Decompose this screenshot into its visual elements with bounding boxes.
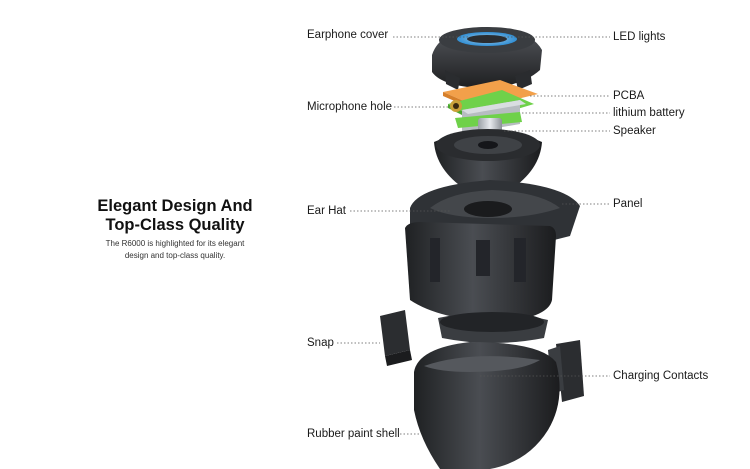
label-lithium-battery: lithium battery xyxy=(613,107,685,119)
label-led-lights: LED lights xyxy=(613,31,666,43)
label-speaker: Speaker xyxy=(613,125,656,137)
description: The R6000 is highlighted for its elegant… xyxy=(75,238,275,262)
label-pcba: PCBA xyxy=(613,90,645,102)
label-microphone-hole: Microphone hole xyxy=(307,101,393,113)
label-ear-hat: Ear Hat xyxy=(307,205,346,217)
label-earphone-cover: Earphone cover xyxy=(307,29,389,41)
label-snap: Snap xyxy=(307,337,334,349)
microphone-part xyxy=(450,100,462,112)
headline-line-1: Elegant Design And xyxy=(97,197,253,215)
main-body-part xyxy=(405,222,556,322)
snap-left-part xyxy=(380,310,412,366)
label-panel: Panel xyxy=(613,198,643,210)
rubber-shell-part xyxy=(414,342,560,469)
description-line-1: The R6000 is highlighted for its elegant xyxy=(105,239,245,248)
headline: Elegant Design And Top-Class Quality xyxy=(70,197,280,235)
leader-lines xyxy=(337,36,610,435)
label-rubber-paint-shell: Rubber paint shell xyxy=(307,428,400,440)
description-line-2: design and top-class quality. xyxy=(124,251,226,260)
inner-ring-part xyxy=(438,312,548,343)
headline-line-2: Top-Class Quality xyxy=(105,216,245,234)
label-charging-contacts: Charging Contacts xyxy=(613,370,709,382)
earphone-cover-part xyxy=(432,27,542,90)
